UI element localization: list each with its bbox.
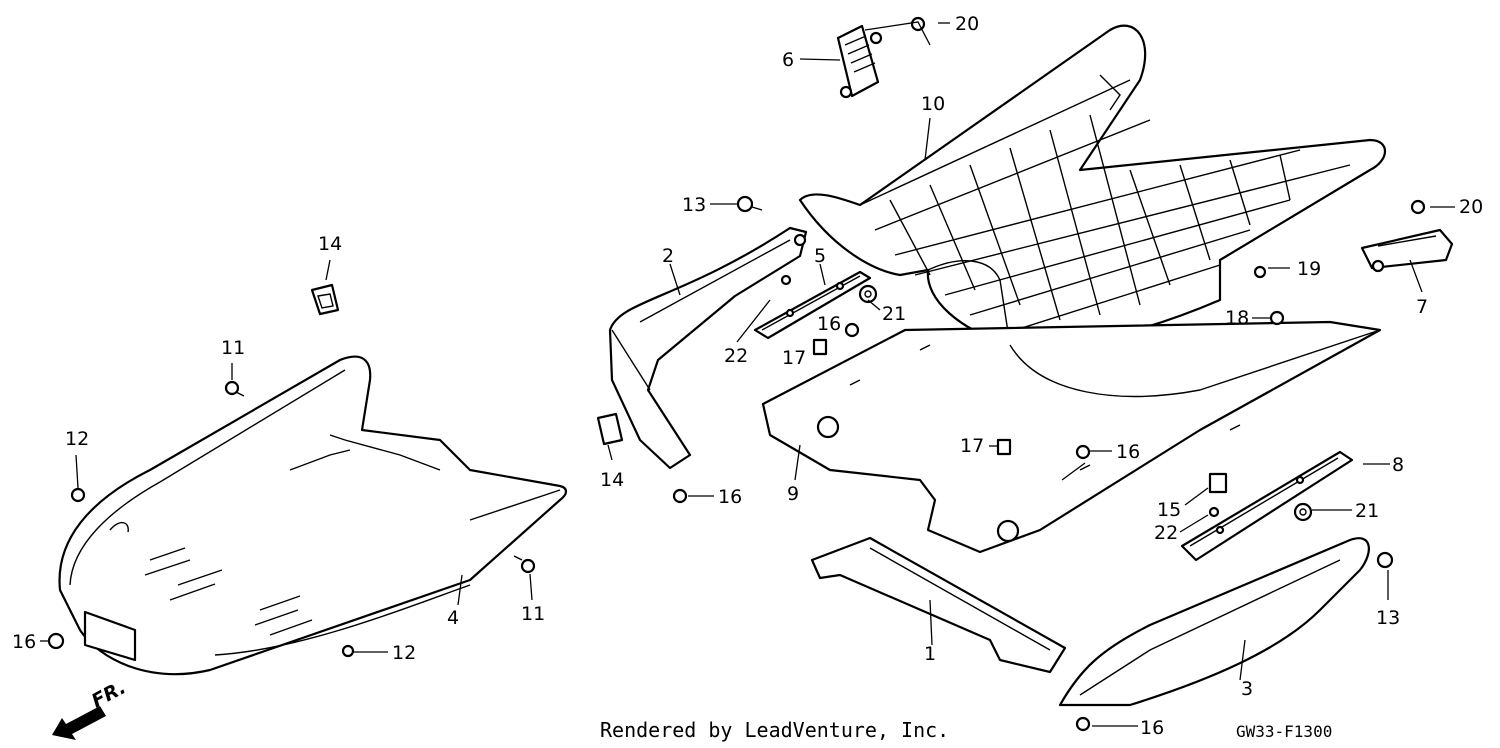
- callout-7: 7: [1416, 296, 1428, 318]
- bolt-part-16-top: [844, 322, 860, 338]
- callout-8: 8: [1392, 454, 1404, 476]
- callout-14-center: 14: [600, 469, 624, 491]
- bolt-part-16-center-left: [672, 488, 688, 504]
- clip-part-14-center: [596, 412, 624, 446]
- screw-part-11-top: [224, 380, 245, 397]
- bolt-part-16-middle: [1075, 444, 1091, 460]
- front-marker-label: FR.: [88, 676, 129, 712]
- callout-19: 19: [1297, 258, 1321, 280]
- callout-3: 3: [1241, 678, 1253, 700]
- callout-1: 1: [924, 643, 936, 665]
- floor-grid-part-10: [798, 24, 1387, 349]
- callout-20-right: 20: [1459, 196, 1483, 218]
- bolt-part-13-top: [736, 195, 763, 213]
- callout-21-bottom: 21: [1355, 500, 1379, 522]
- screw-part-22-bottom: [1208, 506, 1220, 518]
- callout-2: 2: [662, 245, 674, 267]
- clip-part-14-left: [310, 283, 340, 316]
- callout-13-bottom: 13: [1376, 607, 1400, 629]
- bolt-part-16-bottom: [1075, 716, 1091, 732]
- callout-13-top: 13: [682, 194, 706, 216]
- screw-part-20-right: [1410, 199, 1426, 215]
- callout-6: 6: [782, 49, 794, 71]
- rail-part-8: [1180, 450, 1354, 562]
- callout-12-bottom: 12: [392, 642, 416, 664]
- callout-11-bottom: 11: [521, 603, 545, 625]
- bolt-part-18: [1269, 310, 1285, 326]
- bolt-part-16-left: [47, 632, 65, 650]
- bolt-part-17-middle: [996, 438, 1012, 456]
- callouts: 1 2 3 4 5 6 7 8 9 10 11 11 12 12 13 13 1…: [12, 13, 1483, 739]
- callout-5: 5: [814, 245, 826, 267]
- floor-panel-part-4: [58, 355, 568, 676]
- leader-lines: [40, 21, 1455, 727]
- screw-part-12-top: [70, 487, 86, 503]
- screw-part-12-bottom: [341, 644, 355, 658]
- screw-part-19: [1253, 265, 1267, 279]
- side-cover-part-2: [608, 226, 808, 470]
- callout-20-top: 20: [955, 13, 979, 35]
- callout-16-top: 16: [817, 313, 841, 335]
- diagram-code: GW33-F1300: [1236, 722, 1332, 741]
- callout-16-middle: 16: [1116, 441, 1140, 463]
- screw-part-22-top: [780, 274, 792, 286]
- callout-18: 18: [1225, 307, 1249, 329]
- callout-16-bottom: 16: [1140, 717, 1164, 739]
- hook-part-6: [836, 24, 883, 99]
- side-cover-part-3: [1058, 537, 1370, 707]
- bolt-part-17-top: [812, 338, 828, 356]
- screw-part-20-top: [910, 16, 926, 32]
- callout-9: 9: [787, 483, 799, 505]
- callout-4: 4: [447, 607, 459, 629]
- bracket-part-5: [753, 270, 872, 340]
- callout-10: 10: [921, 93, 945, 115]
- clip-part-15: [1208, 472, 1228, 494]
- bolt-part-13-bottom: [1376, 551, 1394, 569]
- callout-16-left: 16: [12, 631, 36, 653]
- callout-11-top: 11: [221, 337, 245, 359]
- under-cover-part-9: [761, 320, 1382, 554]
- screw-part-11-bottom: [513, 555, 536, 574]
- nut-part-21-top: [858, 284, 878, 304]
- callout-22-top: 22: [724, 345, 748, 367]
- credit-text: Rendered by LeadVenture, Inc.: [600, 718, 949, 742]
- callout-14-left: 14: [318, 233, 342, 255]
- callout-22-bottom: 22: [1154, 522, 1178, 544]
- callout-15: 15: [1157, 499, 1181, 521]
- nut-part-21-bottom: [1293, 502, 1313, 522]
- support-bar-part-1: [810, 536, 1067, 674]
- callout-12-top: 12: [65, 428, 89, 450]
- callout-17-middle: 17: [960, 435, 984, 457]
- hook-part-7: [1360, 228, 1454, 273]
- front-arrow-icon: [52, 706, 106, 740]
- front-arrow: FR.: [52, 676, 129, 740]
- callout-21-top: 21: [882, 303, 906, 325]
- callout-16-center-left: 16: [718, 486, 742, 508]
- callout-17-top: 17: [782, 347, 806, 369]
